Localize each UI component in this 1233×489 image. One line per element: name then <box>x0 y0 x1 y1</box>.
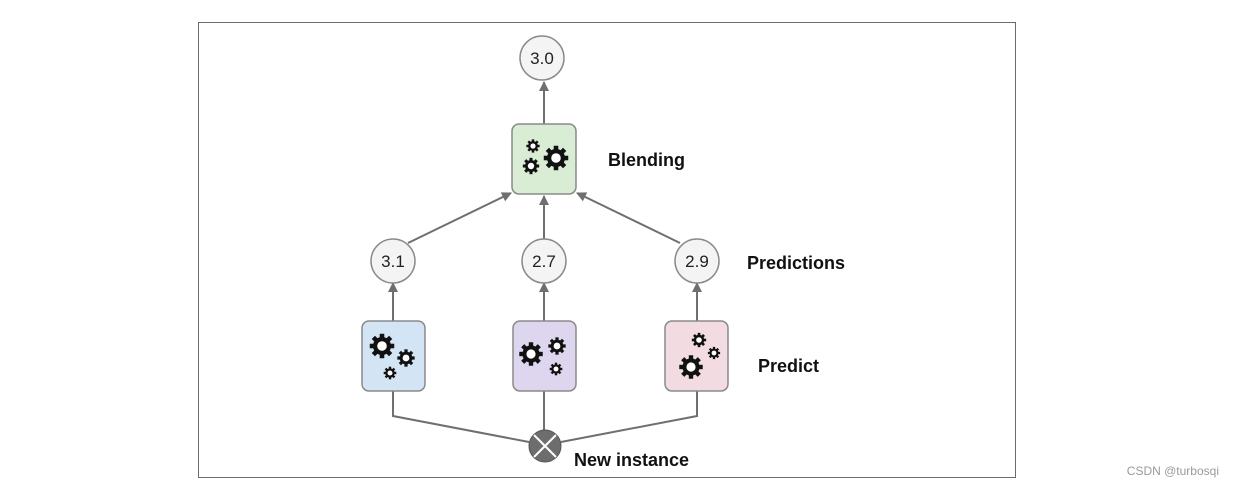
prediction-node-3: 2.9 <box>674 238 720 284</box>
edge-pred3-to-blender <box>576 192 681 244</box>
prediction-value-3: 2.9 <box>685 252 709 271</box>
predictor-model-1 <box>361 320 426 392</box>
edge-instance-to-model3 <box>560 391 698 443</box>
label-new-instance: New instance <box>574 450 689 470</box>
label-predictions: Predictions <box>747 253 845 273</box>
predictor-model-3 <box>664 320 729 392</box>
prediction-node-2: 2.7 <box>521 238 567 284</box>
edge-instance-to-model1 <box>392 391 530 443</box>
watermark: CSDN @turbosqi <box>1126 464 1219 478</box>
label-blending: Blending <box>608 150 685 170</box>
edge-pred1-to-blender <box>407 192 512 244</box>
label-predict: Predict <box>758 356 819 376</box>
predictor-model-2 <box>512 320 577 392</box>
diagram-frame <box>198 22 1016 478</box>
blender-model <box>511 123 577 195</box>
blender-output-value: 3.0 <box>530 49 554 68</box>
prediction-value-1: 3.1 <box>381 252 405 271</box>
prediction-node-1: 3.1 <box>370 238 416 284</box>
blender-output-node: 3.0 <box>519 35 565 81</box>
new-instance-node <box>528 429 562 463</box>
prediction-value-2: 2.7 <box>532 252 556 271</box>
